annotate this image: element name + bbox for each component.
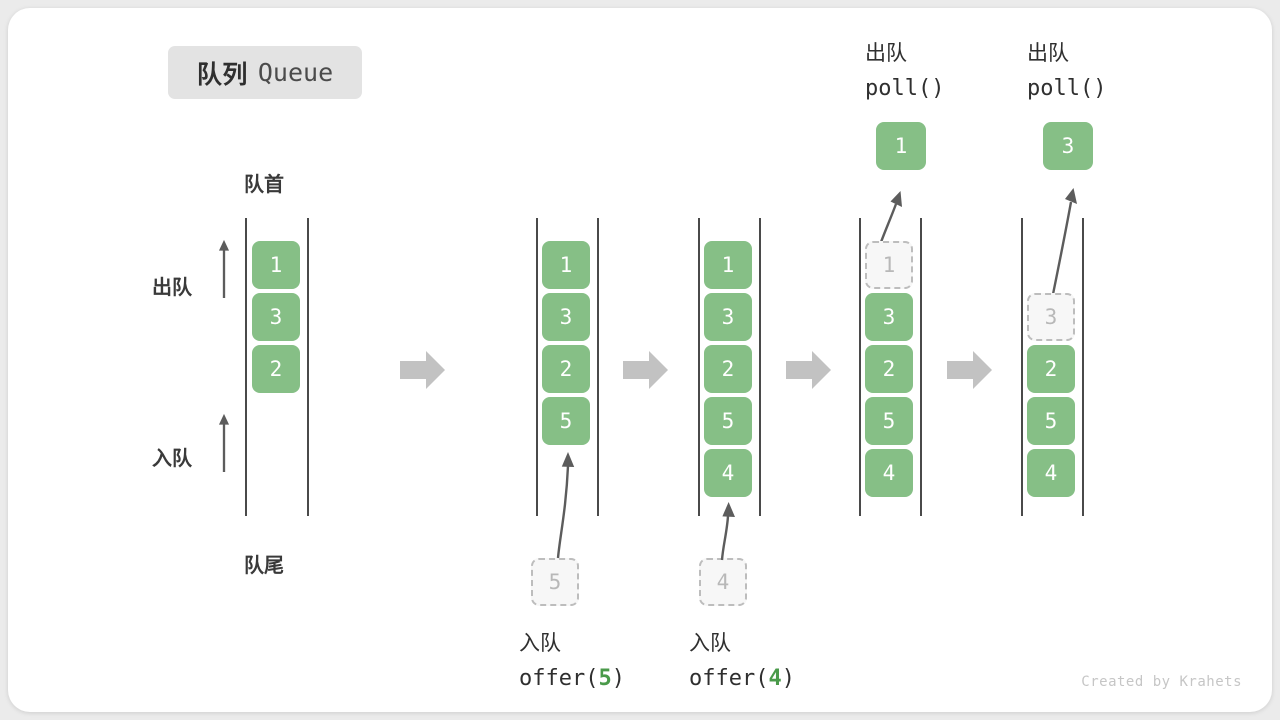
queue-cell-removed: 3 — [1027, 293, 1075, 341]
operation-name: 出队 — [1027, 42, 1069, 65]
operation-name: 出队 — [865, 42, 907, 65]
dequeue-direction-arrow-icon — [218, 239, 230, 298]
title-chinese: 队列 — [196, 60, 248, 89]
queue-cell: 2 — [542, 345, 590, 393]
enqueue-direction-label: 入队 — [152, 448, 192, 470]
queue-rail-left-poll3 — [1021, 218, 1023, 516]
operation-code: poll() — [865, 76, 945, 101]
operation-name: 入队 — [519, 632, 561, 655]
queue-cell: 4 — [1027, 449, 1075, 497]
queue-column-poll3: 3 2 5 4 — [1027, 293, 1075, 497]
operation-code: poll() — [1027, 76, 1107, 101]
queue-column-offer5: 1 3 2 5 — [542, 241, 590, 445]
queue-cell-new: 4 — [704, 449, 752, 497]
queue-head-label: 队首 — [244, 174, 284, 196]
queue-column-initial: 1 3 2 — [252, 241, 300, 393]
queue-cell: 2 — [704, 345, 752, 393]
enqueue-direction-arrow-icon — [218, 413, 230, 472]
queue-rail-right-initial — [307, 218, 309, 516]
step-arrow-icon — [623, 351, 668, 389]
queue-rail-left-initial — [245, 218, 247, 516]
queue-cell-removed: 1 — [865, 241, 913, 289]
queue-cell: 3 — [252, 293, 300, 341]
dequeue-direction-label: 出队 — [152, 277, 192, 299]
operation-label-offer5: 入队 offer(5) — [519, 626, 625, 696]
queue-cell: 5 — [865, 397, 913, 445]
queue-cell: 3 — [542, 293, 590, 341]
queue-column-poll1: 1 3 2 5 4 — [865, 241, 913, 497]
queue-popped-cell: 1 — [876, 122, 926, 170]
operation-label-poll3: 出队 poll() — [1027, 36, 1106, 106]
queue-popped-cell: 3 — [1043, 122, 1093, 170]
queue-rail-right-poll3 — [1082, 218, 1084, 516]
diagram-title-badge: 队列 Queue — [168, 46, 362, 99]
queue-rail-left-offer5 — [536, 218, 538, 516]
queue-input-ghost-cell: 5 — [531, 558, 579, 606]
queue-cell: 1 — [252, 241, 300, 289]
queue-cell: 1 — [704, 241, 752, 289]
queue-cell-new: 5 — [542, 397, 590, 445]
queue-rail-left-poll1 — [859, 218, 861, 516]
title-english: Queue — [257, 58, 334, 87]
queue-rail-right-poll1 — [920, 218, 922, 516]
operation-label-poll1: 出队 poll() — [865, 36, 944, 106]
credit-text: Created by Krahets — [1081, 674, 1242, 690]
queue-input-ghost-cell: 4 — [699, 558, 747, 606]
queue-cell: 5 — [704, 397, 752, 445]
step-arrow-icon — [400, 351, 445, 389]
operation-name: 入队 — [689, 632, 731, 655]
queue-cell: 3 — [704, 293, 752, 341]
queue-column-offer4: 1 3 2 5 4 — [704, 241, 752, 497]
queue-cell: 2 — [252, 345, 300, 393]
queue-rail-right-offer5 — [597, 218, 599, 516]
queue-cell: 1 — [542, 241, 590, 289]
step-arrow-icon — [786, 351, 831, 389]
queue-cell: 5 — [1027, 397, 1075, 445]
enqueue-curve-arrow-icon — [556, 452, 575, 559]
operation-code: offer(4) — [689, 666, 795, 691]
enqueue-curve-arrow-icon — [720, 502, 735, 561]
operation-code: offer(5) — [519, 666, 625, 691]
step-arrow-icon — [947, 351, 992, 389]
queue-cell: 2 — [1027, 345, 1075, 393]
queue-cell: 3 — [865, 293, 913, 341]
queue-cell: 4 — [865, 449, 913, 497]
queue-rail-left-offer4 — [698, 218, 700, 516]
queue-cell: 2 — [865, 345, 913, 393]
operation-label-offer4: 入队 offer(4) — [689, 626, 795, 696]
diagram-card: 队列 Queue 队首 队尾 出队 入队 1 3 2 1 3 2 5 — [8, 8, 1272, 712]
queue-rail-right-offer4 — [759, 218, 761, 516]
queue-tail-label: 队尾 — [244, 555, 284, 577]
